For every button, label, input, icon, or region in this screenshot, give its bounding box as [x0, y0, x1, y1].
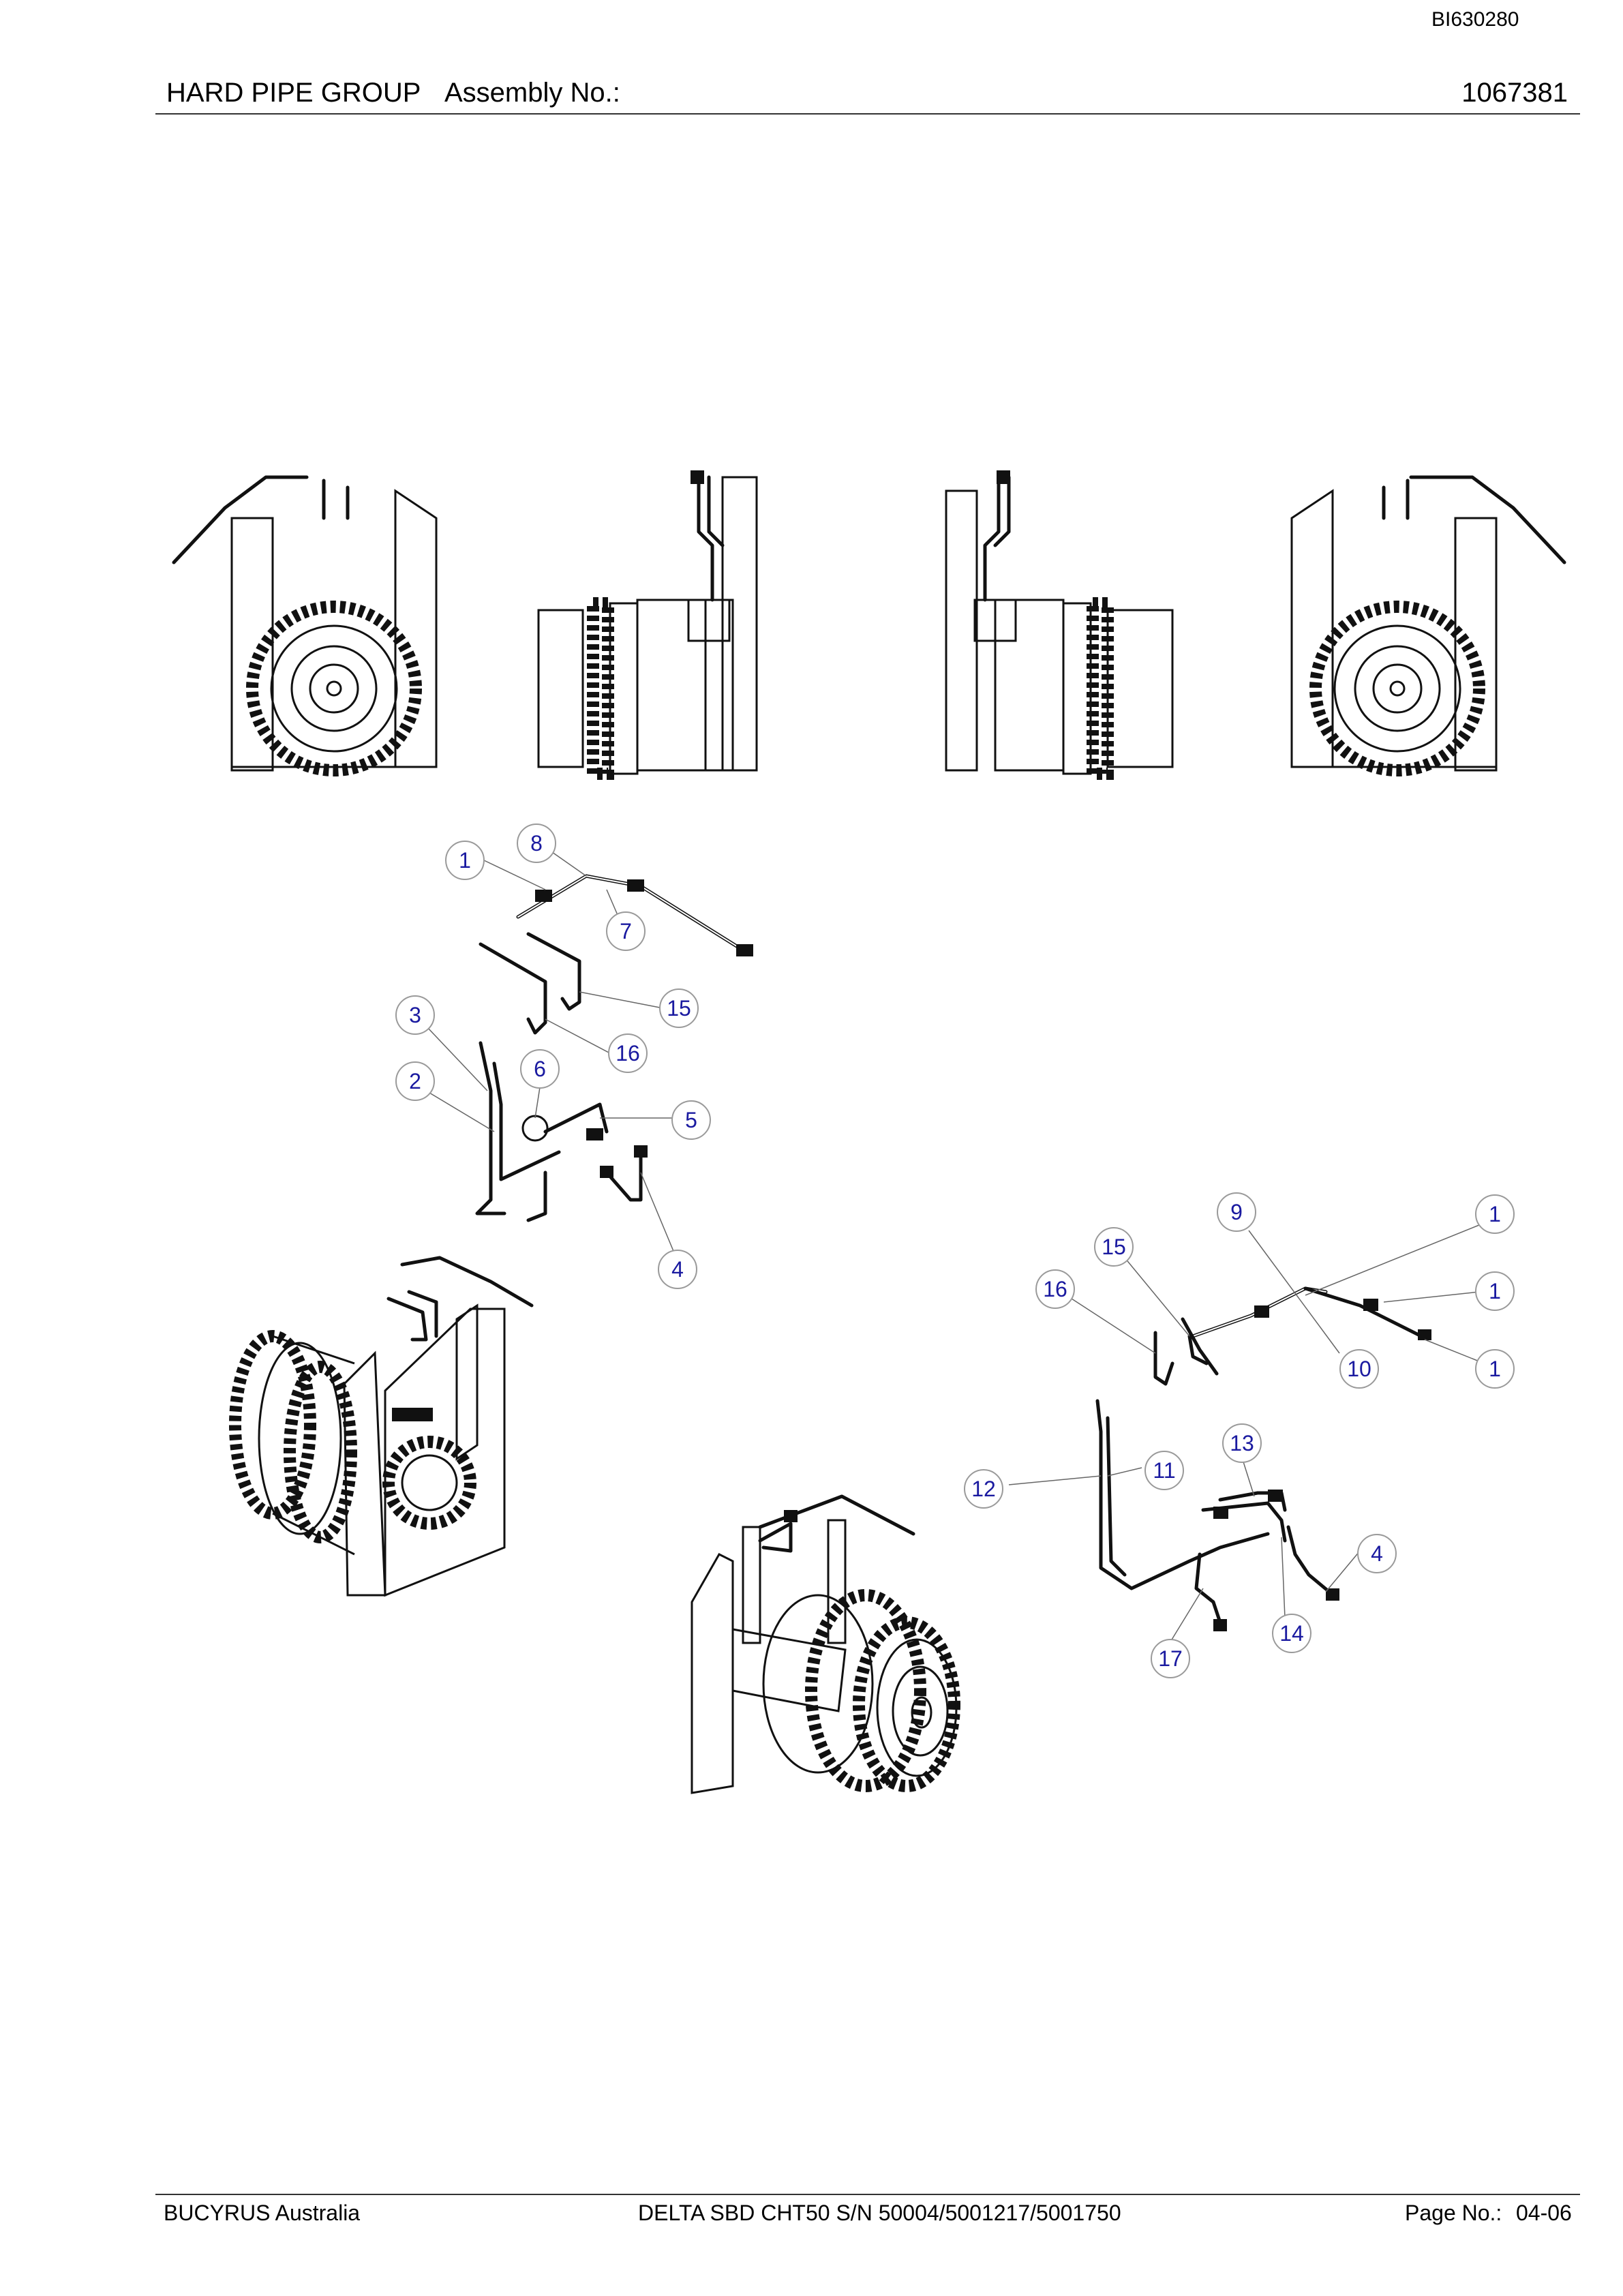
callout-left-4: 4 — [658, 1250, 697, 1289]
callout-left-2: 2 — [395, 1061, 435, 1101]
callout-left-8: 8 — [517, 824, 556, 863]
view-front-left — [172, 475, 438, 776]
callout-right-17: 17 — [1151, 1639, 1190, 1678]
svg-text:7: 7 — [620, 919, 632, 943]
view-side-left — [537, 470, 758, 780]
svg-text:1: 1 — [1489, 1202, 1501, 1226]
callout-left-6: 6 — [520, 1049, 560, 1089]
svg-text:8: 8 — [530, 831, 543, 856]
svg-text:13: 13 — [1230, 1431, 1254, 1455]
page-footer: BUCYRUS Australia DELTA SBD CHT50 S/N 50… — [155, 2194, 1580, 2229]
view-side-right — [945, 470, 1174, 780]
assembly-number: 1067381 — [1461, 78, 1568, 108]
document-id: BI630280 — [1431, 8, 1519, 31]
svg-text:11: 11 — [1153, 1458, 1175, 1483]
footer-machine: DELTA SBD CHT50 S/N 50004/5001217/500175… — [638, 2201, 1121, 2225]
callout-right-13: 13 — [1222, 1423, 1262, 1463]
right-exploded-pipes — [1095, 1286, 1431, 1631]
footer-page-number: 04-06 — [1516, 2201, 1572, 2225]
svg-text:16: 16 — [616, 1041, 640, 1066]
callout-left-7: 7 — [606, 911, 646, 951]
footer-company: BUCYRUS Australia — [164, 2201, 361, 2225]
svg-text:17: 17 — [1158, 1646, 1183, 1671]
callout-right-10: 10 — [1339, 1349, 1379, 1389]
right-iso-assembly — [691, 1494, 960, 1794]
callout-right-15: 15 — [1094, 1227, 1134, 1267]
svg-text:6: 6 — [534, 1057, 546, 1081]
svg-text:4: 4 — [1371, 1541, 1383, 1566]
callout-right-11: 11 — [1144, 1451, 1184, 1490]
svg-text:10: 10 — [1347, 1357, 1371, 1381]
svg-text:1: 1 — [1489, 1357, 1501, 1381]
leader-lines — [425, 851, 1480, 1644]
callout-left-5: 5 — [671, 1100, 711, 1140]
page-title: HARD PIPE GROUP — [166, 78, 421, 108]
svg-text:4: 4 — [671, 1257, 684, 1282]
callout-right-1b: 1 — [1475, 1271, 1515, 1311]
svg-text:3: 3 — [409, 1003, 421, 1027]
page-header: HARD PIPE GROUP Assembly No.: 1067381 — [155, 75, 1580, 115]
left-exploded-pipes — [475, 874, 753, 1222]
svg-text:9: 9 — [1230, 1200, 1243, 1224]
callout-right-1a: 1 — [1475, 1194, 1515, 1234]
svg-text:16: 16 — [1043, 1277, 1067, 1301]
svg-text:5: 5 — [685, 1108, 697, 1132]
svg-text:12: 12 — [971, 1477, 996, 1501]
callout-left-16: 16 — [608, 1033, 648, 1073]
assembly-label: Assembly No.: — [444, 78, 620, 108]
callout-left-15: 15 — [659, 988, 699, 1028]
callout-right-1c: 1 — [1475, 1349, 1515, 1389]
svg-text:2: 2 — [409, 1069, 421, 1093]
svg-text:15: 15 — [1102, 1235, 1126, 1259]
footer-page-label: Page No.: — [1405, 2201, 1502, 2225]
callout-right-14: 14 — [1272, 1614, 1311, 1653]
callout-right-12: 12 — [964, 1469, 1003, 1509]
callout-right-16: 16 — [1035, 1269, 1075, 1309]
view-front-right — [1290, 475, 1566, 776]
callout-right-9: 9 — [1217, 1192, 1256, 1232]
svg-text:14: 14 — [1279, 1621, 1304, 1646]
callout-left-3: 3 — [395, 995, 435, 1035]
callout-left-1: 1 — [445, 841, 485, 880]
left-iso-assembly — [229, 1256, 534, 1597]
svg-text:1: 1 — [459, 848, 471, 873]
svg-text:15: 15 — [667, 996, 691, 1021]
svg-text:1: 1 — [1489, 1279, 1501, 1303]
callout-right-4: 4 — [1357, 1534, 1397, 1573]
